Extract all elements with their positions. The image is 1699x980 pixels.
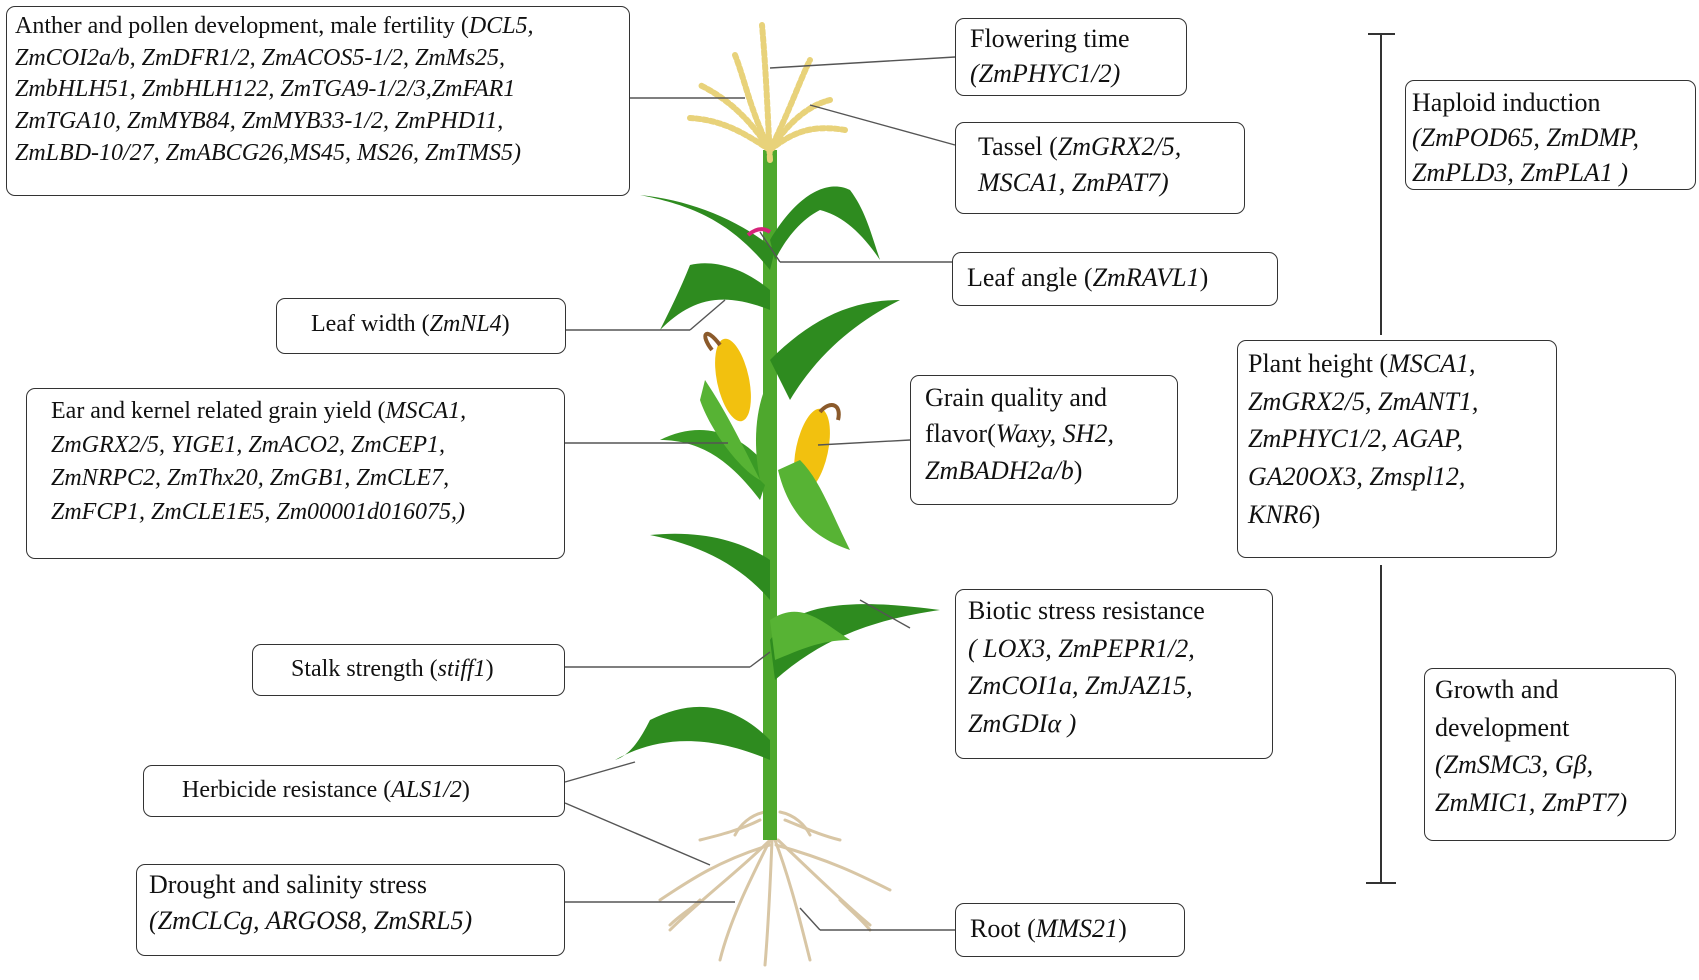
grain-quality-line1: Grain quality and bbox=[925, 383, 1107, 412]
anther-line3: ZmbHLH51, ZmbHLH122, ZmTGA9-1/2/3,ZmFAR1 bbox=[15, 76, 516, 103]
growth-line4: ZmMIC1, ZmPT7) bbox=[1435, 788, 1628, 818]
leaf-width-prefix: Leaf width ( bbox=[311, 311, 430, 337]
haploid-line3: ZmPLD3, ZmPLA1 ) bbox=[1412, 158, 1628, 188]
leaf-width-box: Leaf width (ZmNL4) bbox=[276, 298, 566, 354]
plant-height-line4: GA20OX3, Zmspl12, bbox=[1248, 462, 1466, 492]
plant-height-line2: ZmGRX2/5, ZmANT1, bbox=[1248, 386, 1479, 416]
plant-height-line5-suffix: ) bbox=[1311, 499, 1321, 529]
stalk-suffix: ) bbox=[485, 656, 494, 682]
grain-quality-line2-gene: Waxy, SH2, bbox=[995, 419, 1114, 449]
haploid-line1: Haploid induction bbox=[1412, 88, 1601, 117]
leaf-angle-gene: ZmRAVL1 bbox=[1092, 263, 1200, 292]
plant-height-line1-gene: MSCA1, bbox=[1388, 349, 1476, 378]
anther-line1-gene: DCL5, bbox=[468, 13, 534, 39]
root-box: Root (MMS21) bbox=[955, 903, 1185, 957]
ear-kernel-line2: ZmGRX2/5, YIGE1, ZmACO2, ZmCEP1, bbox=[51, 431, 446, 458]
anther-line5: ZmLBD-10/27, ZmABCG26,MS45, MS26, ZmTMS5… bbox=[15, 139, 522, 166]
plant-height-prefix: Plant height ( bbox=[1248, 349, 1389, 378]
grain-quality-line3-suffix: ) bbox=[1073, 455, 1083, 485]
drought-line2: (ZmCLCg, ARGOS8, ZmSRL5) bbox=[149, 906, 473, 936]
connector-lines bbox=[564, 56, 956, 931]
root-prefix: Root ( bbox=[970, 914, 1036, 943]
flowering-time-box: Flowering time (ZmPHYC1/2) bbox=[955, 18, 1187, 96]
drought-box: Drought and salinity stress (ZmCLCg, ARG… bbox=[136, 864, 565, 956]
leaf-angle-mark bbox=[746, 227, 772, 237]
growth-line2: development bbox=[1435, 712, 1570, 742]
ear-kernel-line4: ZmFCP1, ZmCLE1E5, Zm00001d016075,) bbox=[51, 498, 466, 525]
leaf-angle-box: Leaf angle (ZmRAVL1) bbox=[952, 252, 1278, 306]
tassel-line1-gene: ZmGRX2/5, bbox=[1057, 132, 1182, 161]
leaf-angle-prefix: Leaf angle ( bbox=[967, 263, 1093, 292]
growth-development-box: Growth and development (ZmSMC3, Gβ, ZmMI… bbox=[1424, 668, 1676, 841]
stalk-gene: stiff1 bbox=[437, 656, 486, 682]
haploid-induction-box: Haploid induction (ZmPOD65, ZmDMP, ZmPLD… bbox=[1405, 80, 1696, 190]
ear-kernel-prefix: Ear and kernel related grain yield ( bbox=[51, 398, 386, 424]
growth-line1: Growth and bbox=[1435, 675, 1559, 704]
tassel-prefix: Tassel ( bbox=[978, 132, 1058, 161]
grain-quality-line3: ZmBADH2a/b bbox=[925, 455, 1074, 485]
right-bracket bbox=[1366, 33, 1396, 884]
biotic-line2: ( LOX3, ZmPEPR1/2, bbox=[968, 633, 1195, 663]
anther-line4: ZmTGA10, ZmMYB84, ZmMYB33-1/2, ZmPHD11, bbox=[15, 108, 504, 135]
leaves bbox=[615, 186, 940, 760]
growth-line3: (ZmSMC3, Gβ, bbox=[1435, 750, 1594, 780]
anther-line2: ZmCOI2a/b, ZmDFR1/2, ZmACOS5-1/2, ZmMs25… bbox=[15, 44, 506, 71]
herbicide-box: Herbicide resistance (ALS1/2) bbox=[143, 765, 565, 817]
anther-pollen-box: Anther and pollen development, male fert… bbox=[6, 6, 630, 196]
plant-height-line5: KNR6 bbox=[1248, 499, 1312, 529]
haploid-line2: (ZmPOD65, ZmDMP, bbox=[1412, 123, 1640, 153]
stalk-strength-box: Stalk strength (stiff1) bbox=[252, 644, 565, 696]
herbicide-suffix: ) bbox=[461, 777, 470, 803]
herbicide-prefix: Herbicide resistance ( bbox=[182, 777, 392, 803]
stalk-prefix: Stalk strength ( bbox=[291, 656, 438, 682]
tassel-box: Tassel (ZmGRX2/5, MSCA1, ZmPAT7) bbox=[955, 122, 1245, 214]
drought-line1: Drought and salinity stress bbox=[149, 870, 428, 899]
biotic-line1: Biotic stress resistance bbox=[968, 596, 1205, 625]
ear-lower bbox=[778, 403, 850, 550]
plant-height-line3: ZmPHYC1/2, AGAP, bbox=[1248, 424, 1464, 454]
grain-quality-box: Grain quality and flavor(Waxy, SH2, ZmBA… bbox=[910, 375, 1178, 505]
root-suffix: ) bbox=[1118, 914, 1127, 943]
grain-quality-line2-prefix: flavor( bbox=[925, 419, 996, 449]
leaf-width-gene: ZmNL4 bbox=[429, 311, 502, 337]
plant-height-box: Plant height (MSCA1, ZmGRX2/5, ZmANT1, Z… bbox=[1237, 340, 1557, 558]
flowering-line2: (ZmPHYC1/2) bbox=[970, 59, 1121, 89]
flowering-line1: Flowering time bbox=[970, 24, 1130, 53]
tassel-line2: MSCA1, ZmPAT7) bbox=[978, 167, 1169, 197]
tassel-illustration bbox=[687, 22, 848, 163]
anther-line1-text: Anther and pollen development, male fert… bbox=[15, 13, 469, 39]
herbicide-gene: ALS1/2 bbox=[391, 777, 462, 803]
leaf-angle-suffix: ) bbox=[1199, 263, 1209, 292]
ear-kernel-box: Ear and kernel related grain yield (MSCA… bbox=[26, 388, 565, 559]
biotic-line4: ZmGDIα ) bbox=[968, 709, 1077, 739]
biotic-line3: ZmCOI1a, ZmJAZ15, bbox=[968, 671, 1193, 701]
biotic-stress-box: Biotic stress resistance ( LOX3, ZmPEPR1… bbox=[955, 589, 1273, 759]
ear-kernel-line3: ZmNRPC2, ZmThx20, ZmGB1, ZmCLE7, bbox=[51, 465, 450, 492]
ear-upper bbox=[700, 331, 775, 490]
leaf-width-suffix: ) bbox=[501, 311, 510, 337]
root-gene: MMS21 bbox=[1035, 914, 1119, 943]
ear-kernel-line1-gene: MSCA1, bbox=[385, 398, 467, 424]
